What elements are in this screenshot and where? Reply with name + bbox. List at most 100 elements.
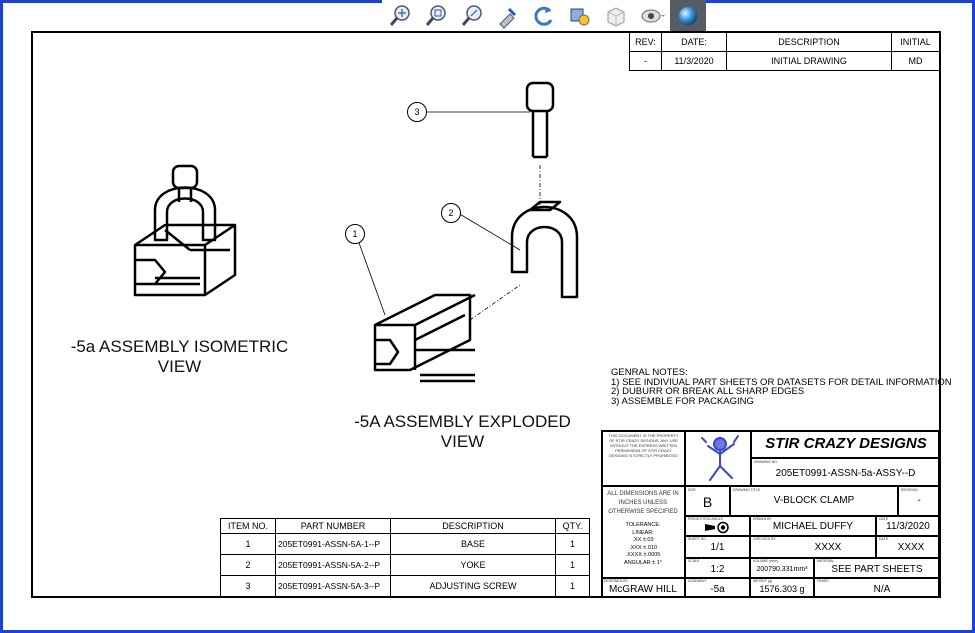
scale-box xyxy=(685,558,750,578)
drawing-title: V-BLOCK CLAMP xyxy=(773,495,855,506)
title-caption: DRAWING TITLE xyxy=(733,488,761,492)
assembly-caption: ASSEMBLY xyxy=(688,579,707,583)
item-balloon-3: 3 xyxy=(407,102,427,122)
table-row: 2 205ET0991-ASSN-5A-2--P YOKE 1 xyxy=(220,554,590,576)
revision-box xyxy=(898,486,940,516)
proprietary-box xyxy=(601,430,685,486)
volume-caption: VOLUME (mm³) xyxy=(753,559,779,563)
bill-of-materials: ITEM NO. PART NUMBER DESCRIPTION QTY. 1 … xyxy=(220,518,590,597)
sheet-caption: SHEET NO. xyxy=(688,537,707,541)
zoom-to-area-icon xyxy=(425,5,446,26)
bom-cell: ADJUSTING SCREW xyxy=(390,575,556,597)
bom-cell: 205ET0991-ASSN-5A-1--P xyxy=(275,533,391,555)
drawing-number: 205ET0991-ASSN-5a-ASSY--D xyxy=(775,468,916,479)
tolerance-list: TOLERANCE: LINEAR: .XX ±.03 .XXX ±.010 .… xyxy=(604,522,682,567)
rev-cell: 11/3/2020 xyxy=(661,51,727,71)
bom-cell: BASE xyxy=(390,533,556,555)
drawing-sheet xyxy=(31,31,941,598)
bom-cell: 205ET0991-ASSN-5A-2--P xyxy=(275,554,391,576)
finish-value: N/A xyxy=(873,584,891,595)
checked-value: XXXX xyxy=(814,542,842,553)
sheet-value: 1/1 xyxy=(710,542,725,553)
zoom-to-area-button[interactable] xyxy=(418,0,454,32)
date2-caption: DATE xyxy=(879,537,889,541)
weight-box xyxy=(750,578,814,598)
tolerance-box xyxy=(601,486,685,578)
finish-caption: FINISH xyxy=(817,579,829,583)
revision-table: REV: DATE: DESCRIPTION INITIAL - 11/3/20… xyxy=(629,32,940,71)
drawn-by-caption: DRAWN BY xyxy=(753,517,772,521)
note-line: 1) SEE INDIVIUAL PART SHEETS OR DATASETS… xyxy=(611,376,952,388)
bom-cell: 2 xyxy=(220,554,276,576)
date-value: 11/3/2020 xyxy=(886,521,930,532)
general-notes: GENRAL NOTES: 1) SEE INDIVIUAL PART SHEE… xyxy=(611,368,952,406)
note-line: 3) ASSEMBLE FOR PACKAGING xyxy=(611,395,754,407)
tolerance-line: ANGULAR ± 1° xyxy=(624,559,662,566)
view-toolbar xyxy=(382,0,706,32)
table-row: 1 205ET0991-ASSN-5A-1--P BASE 1 xyxy=(220,533,590,555)
bom-cell: 205ET0991-ASSN-5A-3--P xyxy=(275,575,391,597)
table-row: 3 205ET0991-ASSN-5A-3--P ADJUSTING SCREW… xyxy=(220,575,590,597)
title-box xyxy=(730,486,898,516)
projection-angle-icon xyxy=(705,521,729,534)
bom-header-item: ITEM NO. xyxy=(220,518,276,534)
drawing-no-caption: DRAWING NO. xyxy=(754,460,778,464)
weight-value: 1576.303 g xyxy=(759,584,805,594)
pan-icon xyxy=(499,7,517,29)
zoom-to-fit-button[interactable] xyxy=(382,0,418,32)
zoom-in-out-icon xyxy=(461,5,482,26)
note-line: 2) DUBURR OR BREAK ALL SHARP EDGES xyxy=(611,386,805,397)
rev-header-description: DESCRIPTION xyxy=(726,32,892,52)
designer-caption: DESIGNED BY xyxy=(604,579,628,583)
dimensions-note: ALL DIMENSIONS ARE IN INCHES UNLESS OTHE… xyxy=(607,491,679,515)
bom-header-description: DESCRIPTION xyxy=(390,518,556,534)
appearance-icon xyxy=(679,7,697,25)
assembly-box xyxy=(685,578,750,598)
proprietary-note: THIS DOCUMENT IS THE PROPERTY OF STIR CR… xyxy=(608,433,679,458)
volume-box xyxy=(750,558,814,578)
rotate-button[interactable] xyxy=(526,0,562,32)
display-style-icon xyxy=(607,7,625,27)
bom-cell: 3 xyxy=(220,575,276,597)
projection-box xyxy=(685,516,750,536)
rev-cell: INITIAL DRAWING xyxy=(726,51,892,71)
appearance-button[interactable] xyxy=(670,0,706,32)
hide-show-button[interactable] xyxy=(634,0,670,32)
designer-value: McGRAW HILL xyxy=(609,584,677,595)
hide-show-icon xyxy=(641,9,665,23)
company-name: STIR CRAZY DESIGNS xyxy=(765,435,927,452)
view-settings-icon xyxy=(570,8,590,26)
projection-caption: PROJECTION ANGLE xyxy=(688,517,724,521)
bom-header-part-number: PART NUMBER xyxy=(275,518,391,534)
rev-cell: - xyxy=(629,51,662,71)
drawing-no-box xyxy=(751,458,940,486)
date2-value: XXXX xyxy=(897,542,925,553)
designer-box xyxy=(601,578,685,598)
isometric-view-drawing xyxy=(133,164,237,297)
rev-header-date: DATE: xyxy=(661,32,727,52)
tolerance-line: .XXXX ±.0005 xyxy=(625,552,661,558)
size-box xyxy=(685,486,730,516)
display-style-button[interactable] xyxy=(598,0,634,32)
scale-caption: SCALE xyxy=(688,559,700,563)
volume-value: 200790.331mm³ xyxy=(756,566,808,573)
material-value: SEE PART SHEETS xyxy=(831,564,923,575)
item-balloon-2: 2 xyxy=(441,203,461,223)
view-settings-button[interactable] xyxy=(562,0,598,32)
bom-cell: 1 xyxy=(555,533,590,555)
bom-cell: 1 xyxy=(220,533,276,555)
revision-caption: REVISION xyxy=(901,488,918,492)
checked-box xyxy=(750,536,876,558)
sheet-box xyxy=(685,536,750,558)
date-box xyxy=(876,516,940,536)
date-caption: DATE xyxy=(879,517,889,521)
zoom-in-out-button[interactable] xyxy=(454,0,490,32)
weight-caption: WEIGHT (g) xyxy=(753,579,773,583)
exploded-view-drawing xyxy=(357,81,579,383)
bom-cell: 1 xyxy=(555,554,590,576)
company-box xyxy=(751,430,940,458)
pan-button[interactable] xyxy=(490,0,526,32)
tolerance-line: LINEAR: xyxy=(632,529,654,536)
bom-cell: 1 xyxy=(555,575,590,597)
revision-value: - xyxy=(917,495,921,506)
